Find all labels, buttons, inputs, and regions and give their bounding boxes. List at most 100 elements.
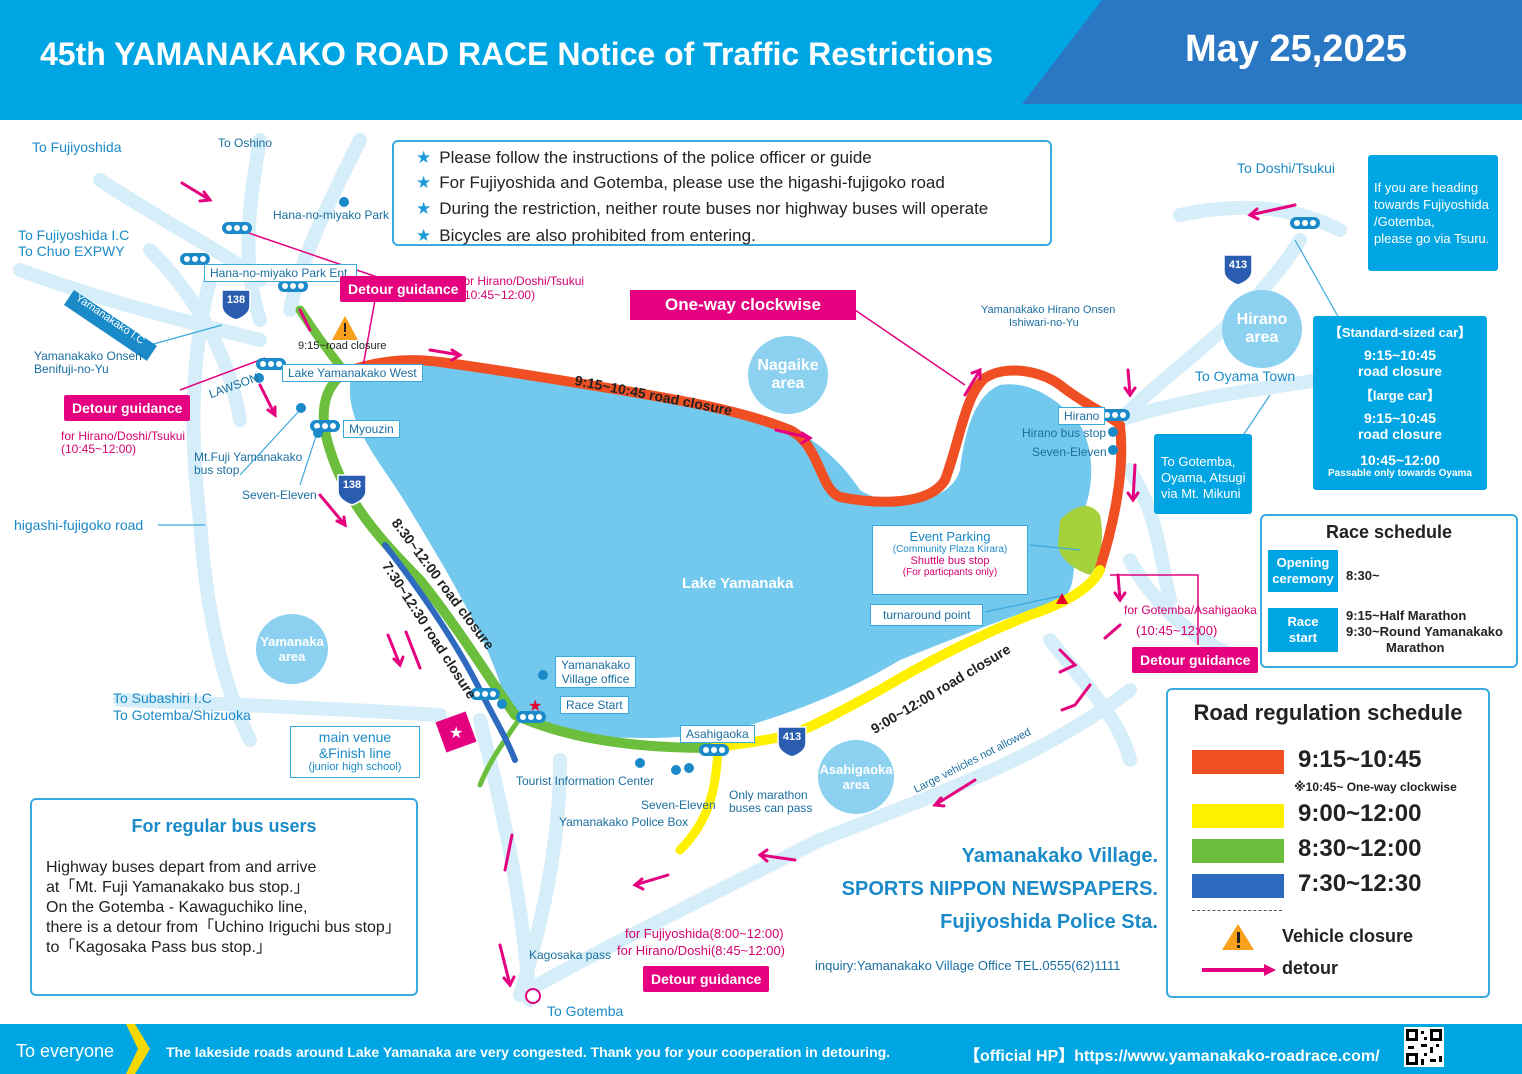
kagosaka-circle: [525, 988, 541, 1004]
label-tourist-center: Tourist Information Center: [516, 774, 655, 788]
label-kagosaka: Kagosaka pass: [529, 948, 612, 962]
regulation-note: ※10:45~ One-way clockwise: [1294, 780, 1457, 794]
race-start-star-icon: ★: [528, 696, 542, 715]
qr-code-icon: [1406, 1029, 1442, 1065]
detour-right-for: for Gotemba/Asahigaoka: [1124, 603, 1257, 617]
vehicle-closure-label: Vehicle closure: [1282, 926, 1414, 946]
detour-right-time: (10:45~12:00): [1136, 623, 1218, 638]
label-to-gotemba: To Gotemba: [547, 1003, 624, 1019]
label-subashiri: To Subashiri I.C: [113, 690, 212, 706]
swatch-green: [1192, 839, 1284, 863]
swatch-red: [1192, 750, 1284, 774]
bus-title: For regular bus users: [131, 816, 317, 836]
label-police-box: Yamanakako Police Box: [559, 815, 689, 829]
detour-bottom-for-1: for Fujiyoshida(8:00~12:00): [625, 926, 784, 941]
turnaround-triangle-icon: [1056, 593, 1068, 604]
label-seven-south: Seven-Eleven: [641, 798, 716, 812]
detour-arrow-icon: [1202, 964, 1276, 976]
label-to-oshino: To Oshino: [218, 136, 273, 150]
opening-time: 8:30~: [1346, 568, 1380, 583]
location-dots: [254, 197, 1118, 775]
label-to-fujiyoshida: To Fujiyoshida: [32, 139, 122, 155]
round-marathon-time: 9:30~Round Yamanakako: [1346, 624, 1503, 639]
regulation-time-blue: 7:30~12:30: [1298, 870, 1422, 897]
label-mtfuji-bus-2: bus stop: [194, 463, 240, 477]
yamanakako-ic-band: [63, 290, 157, 361]
notice-item: ★During the restriction, neither route b…: [416, 199, 989, 218]
detour-guidance-left: Detour guidance: [64, 395, 191, 421]
route-shield-413a: [1223, 254, 1253, 286]
warning-triangle-icon: [332, 316, 358, 340]
half-marathon-time: 9:15~Half Marathon: [1346, 608, 1467, 623]
footer-message: The lakeside roads around Lake Yamanaka …: [166, 1044, 891, 1060]
label-race-start: Race Start: [560, 696, 629, 714]
date-banner: [1022, 0, 1522, 104]
one-way-badge: One-way clockwise: [630, 290, 856, 320]
round-marathon-time-2: Marathon: [1386, 640, 1445, 655]
page-title: 45th YAMANAKAKO ROAD RACE Notice of Traf…: [40, 36, 994, 72]
swatch-blue: [1192, 874, 1284, 898]
route-413b-number: 413: [782, 731, 802, 743]
label-lake-west: Lake Yamanakako West: [282, 364, 423, 382]
notice-item: ★Bicycles are also prohibited from enter…: [416, 226, 756, 245]
yellow-road: [705, 565, 1105, 753]
race-date: May 25,2025: [1185, 28, 1407, 70]
regulation-divider: [1192, 910, 1282, 911]
vehicle-closure-icon: [1222, 924, 1254, 950]
road-regulation-box: Road regulation schedule 9:15~10:45 ※10:…: [1166, 688, 1490, 998]
svg-text:★: ★: [449, 723, 463, 742]
bus-text: Highway buses depart from and arrive at「…: [46, 859, 401, 956]
main-venue-box: main venue &Finish line (junior high sch…: [290, 726, 420, 778]
pointer-lines: [179, 229, 1199, 645]
label-gotemba-shizuoka: To Gotemba/Shizuoka: [113, 707, 251, 723]
label-hana-park-ent: Hana-no-miyako Park Ent.: [204, 264, 357, 282]
notice-box: ★Please follow the instructions of the p…: [392, 140, 1052, 246]
race-schedule-title: Race schedule: [1325, 522, 1453, 542]
label-myouzin: Myouzin: [343, 420, 400, 438]
label-turnaround: turnaround point: [870, 604, 984, 626]
notice-item: ★For Fujiyoshida and Gotemba, please use…: [416, 173, 945, 192]
regulation-time-green: 8:30~12:00: [1298, 835, 1422, 862]
qr-code[interactable]: [1404, 1027, 1444, 1067]
car-restriction-box: 【Standard-sized car】 9:15~10:45 road clo…: [1313, 316, 1487, 490]
label-higashi-road: higashi-fujigoko road: [14, 517, 144, 533]
traffic-signals: [180, 217, 1320, 756]
detour-guidance-right: Detour guidance: [1132, 647, 1259, 673]
main-venue-icon: ★: [435, 711, 477, 753]
footer-official-hp-link[interactable]: 【official HP】https://www.yamanakako-road…: [964, 1048, 1380, 1065]
mikuni-info-box: To Gotemba, Oyama, Atsugi via Mt. Mikuni: [1154, 434, 1252, 514]
blue-road: [382, 542, 518, 763]
star-icon: ★: [416, 148, 432, 167]
regulation-time-red: 9:15~10:45: [1298, 746, 1422, 773]
label-seven-west: Seven-Eleven: [242, 488, 317, 502]
star-icon: ★: [416, 226, 432, 245]
bus-info-box: For regular bus users Highway buses depa…: [30, 798, 418, 996]
label-to-fujiyoshida-ic: To Fujiyoshida I.C: [18, 227, 130, 243]
label-hirano-onsen: Yamanakako Hirano Onsen: [981, 304, 1116, 316]
label-asahigaoka: Asahigaoka: [680, 725, 755, 743]
label-onsen-benifuji: Yamanakako Onsen: [34, 349, 142, 363]
info-pointer-lines: [149, 239, 1341, 613]
detour-left-time: (10:45~12:00): [61, 442, 137, 456]
label-hana-park: Hana-no-miyako Park: [273, 208, 390, 222]
label-mtfuji-bus: Mt.Fuji Yamanakako: [194, 450, 303, 464]
label-road-closure-915: 9:15~road closure: [298, 340, 387, 352]
label-hirano-onsen-2: Ishiwari-no-Yu: [1009, 317, 1079, 329]
detour-top-for: for Hirano/Doshi/Tsukui: [460, 274, 585, 288]
label-to-doshi: To Doshi/Tsukui: [1237, 160, 1336, 176]
route-shield-413b: [777, 726, 807, 758]
star-icon: ★: [416, 173, 432, 192]
star-icon: ★: [416, 199, 432, 218]
detour-guidance-bottom: Detour guidance: [643, 966, 770, 992]
lake-yamanaka: [349, 364, 1092, 738]
route-413a-number: 413: [1228, 259, 1248, 271]
footer-bar: [0, 1024, 1522, 1074]
organizers: Yamanakako Village. SPORTS NIPPON NEWSPA…: [841, 845, 1158, 933]
route-shield-138b: [337, 474, 367, 506]
